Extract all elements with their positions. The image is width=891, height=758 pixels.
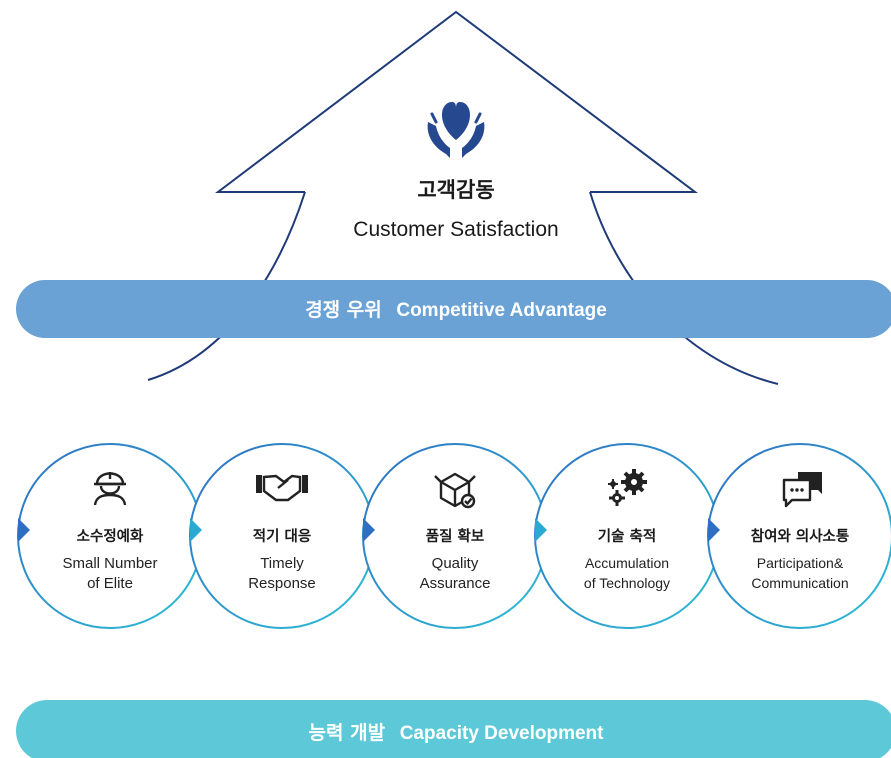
capacity-development-english: Capacity Development — [400, 723, 604, 744]
capability-label-korean: 품질 확보 — [426, 527, 484, 545]
capacity-development-label: 능력 개발 Capacity Development — [309, 722, 605, 744]
competitive-advantage-label: 경쟁 우위 Competitive Advantage — [305, 299, 607, 321]
competitive-advantage-korean: 경쟁 우위 — [305, 299, 382, 321]
goal-title-korean: 고객감동 — [417, 178, 494, 202]
handshake-icon — [256, 474, 308, 502]
capability-circle-1: 소수정예화 Small Number of Elite — [17, 443, 203, 629]
gears-icon — [608, 469, 647, 506]
capacity-development-band — [16, 700, 891, 758]
capability-label-korean: 소수정예화 — [77, 527, 144, 545]
circle-arrow-marker — [708, 518, 720, 542]
up-arrow-head — [215, 10, 698, 193]
capability-label-english-line2: of Elite — [87, 575, 133, 592]
capability-label-english-line1: Timely — [260, 555, 304, 572]
capability-circle-4: 기술 축적 Accumulation of Technology — [534, 443, 720, 629]
capability-label-english-line2: Response — [248, 575, 316, 592]
capability-label-korean: 적기 대응 — [253, 527, 311, 545]
goal-title-english: Customer Satisfaction — [353, 218, 558, 241]
capability-circle-3: 품질 확보 Quality Assurance — [362, 443, 548, 629]
chat-bubbles-icon — [782, 472, 822, 508]
capability-label-korean: 참여와 의사소통 — [751, 527, 849, 545]
circle-arrow-marker — [18, 518, 30, 542]
circle-arrow-marker — [363, 518, 375, 542]
capability-circle-5: 참여와 의사소통 Participation& Communication — [707, 443, 891, 629]
capacity-development-korean: 능력 개발 — [309, 722, 386, 744]
capability-label-english-line1: Quality — [432, 555, 479, 572]
capability-label-english-line1: Small Number — [62, 555, 157, 572]
worker-helmet-icon — [93, 472, 127, 506]
capability-label-english-line2: Communication — [751, 575, 848, 591]
quality-box-icon — [434, 472, 476, 509]
capability-label-english-line2: of Technology — [584, 575, 670, 591]
capability-circle-2: 적기 대응 Timely Response — [189, 443, 375, 629]
capability-label-english-line2: Assurance — [420, 575, 491, 592]
circle-arrow-marker — [535, 518, 547, 542]
capability-label-english-line1: Participation& — [757, 555, 844, 571]
heart-in-hands-icon — [427, 102, 485, 158]
competitive-advantage-band — [16, 280, 891, 338]
circle-arrow-marker — [190, 518, 202, 542]
capability-label-english-line1: Accumulation — [585, 555, 669, 571]
competitive-advantage-english: Competitive Advantage — [396, 300, 606, 321]
capability-label-korean: 기술 축적 — [598, 527, 656, 545]
